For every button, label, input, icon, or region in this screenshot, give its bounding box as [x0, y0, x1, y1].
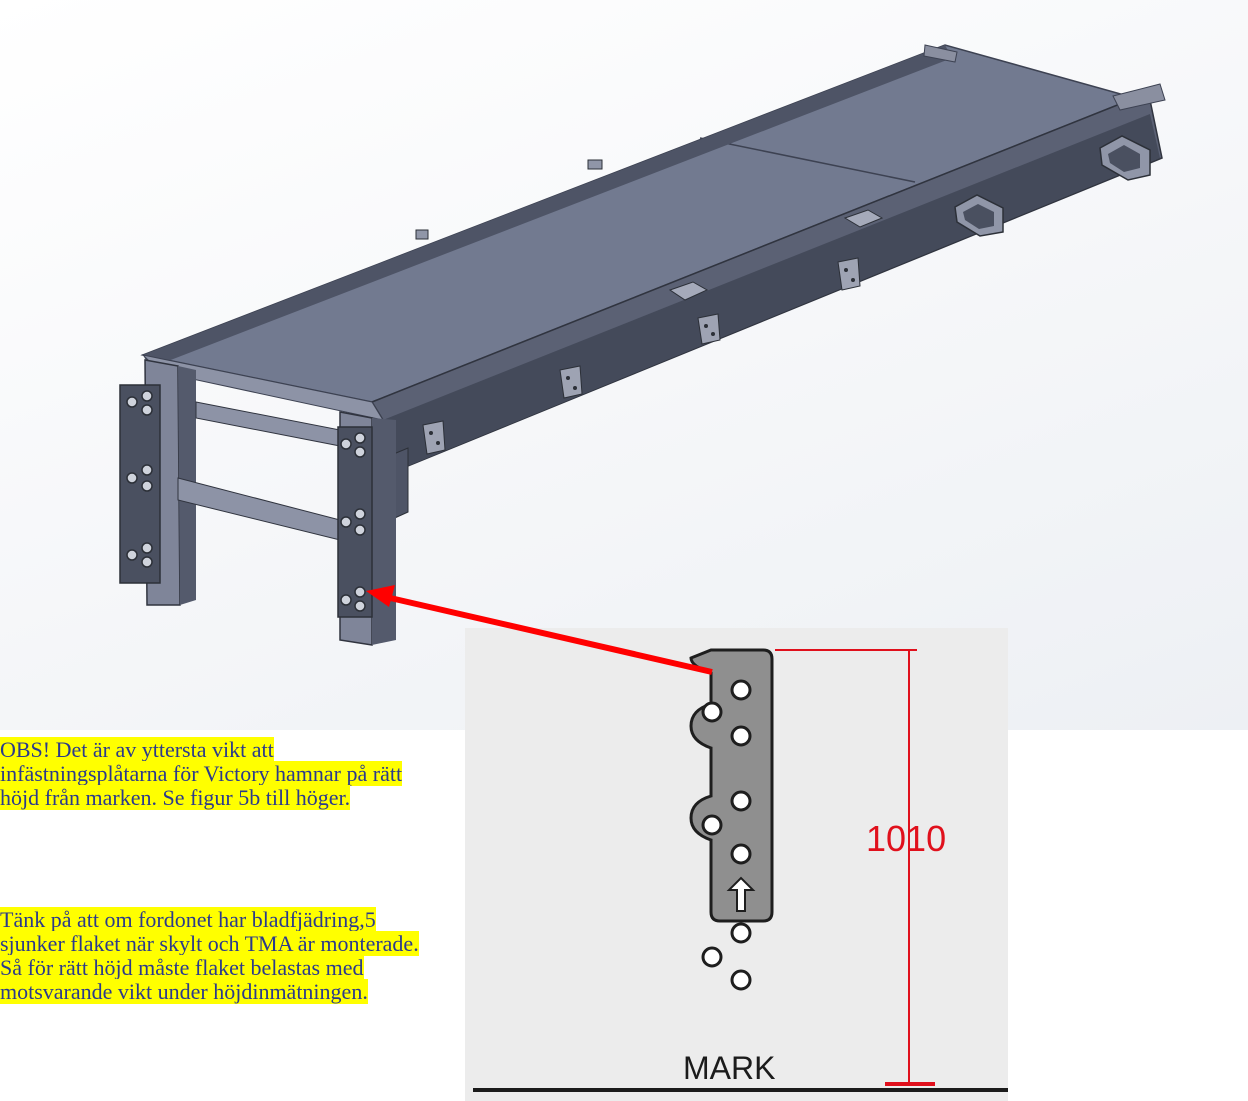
side-plate: [422, 257, 861, 455]
deck-seam: [699, 137, 916, 183]
right-bolt-plate: [337, 426, 373, 618]
up-arrow-icon: [726, 876, 756, 912]
rear-cap-far: [923, 44, 958, 63]
lug: [415, 229, 429, 240]
rear-cap-near: [1112, 83, 1166, 111]
box-bracket: [1099, 135, 1151, 181]
lug: [668, 281, 709, 301]
lug: [587, 159, 603, 170]
upper-brace: [195, 401, 341, 447]
right-leg-side: [372, 418, 396, 645]
bracket-detail-drawing: [473, 648, 1008, 1092]
bracket-holes: [701, 679, 752, 991]
far-side-rail: [143, 45, 952, 368]
note-text: OBS! Det är av yttersta vikt att infästn…: [0, 737, 403, 810]
box-bracket: [954, 194, 1004, 237]
left-bolt-plate: [119, 384, 161, 584]
lug: [843, 209, 884, 228]
truck-bed-cad-figure: [119, 44, 1166, 646]
note-suspension-load: Tänk på att om fordonet har bladfjädring…: [0, 907, 430, 1004]
detail-figure-5b: [465, 628, 1008, 1101]
note-text: Tänk på att om fordonet har bladfjädring…: [0, 907, 419, 1004]
ground-label: MARK: [683, 1050, 776, 1086]
warning-note-height: OBS! Det är av yttersta vikt att infästn…: [0, 737, 430, 810]
lower-brace: [177, 477, 341, 541]
dimension-label: 1010: [866, 818, 947, 859]
